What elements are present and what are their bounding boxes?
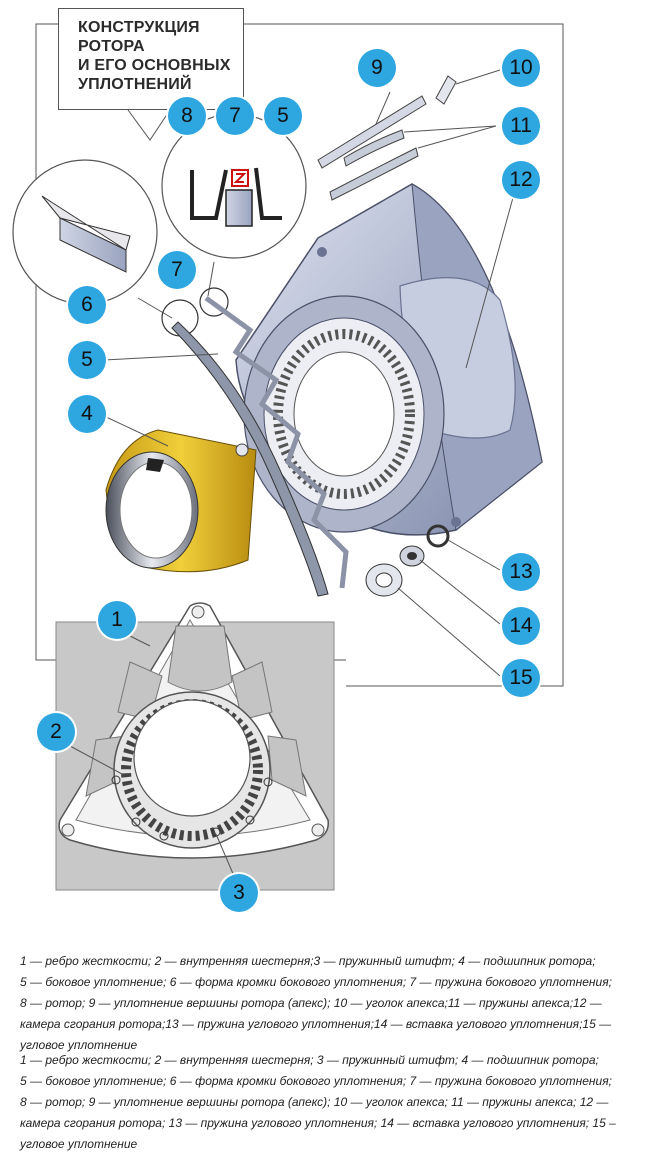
legend-line: 8 — ротор; 9 — уплотнение вершины ротора…: [20, 1095, 609, 1109]
spring-marker-circle: [199, 287, 229, 317]
callout-14: 14: [502, 607, 540, 645]
callout-3: 3: [220, 874, 258, 912]
callout-11: 11: [502, 107, 540, 145]
rotor-body: [235, 183, 543, 536]
legend-line: 8 — ротор; 9 — уплотнение вершины ротора…: [20, 996, 602, 1010]
corner-seal-parts: [365, 524, 501, 677]
side-seal: [103, 295, 349, 597]
legend-line: 1 — ребро жесткости; 2 — внутренняя шест…: [20, 1053, 599, 1067]
legend-line: камера сгорания ротора;13 — пружина угло…: [20, 1017, 612, 1031]
callout-7-spring: 7: [158, 251, 196, 289]
frame-lines: [35, 23, 564, 687]
title-box: [58, 8, 244, 110]
title-pointer: [127, 109, 171, 141]
callout-2: 2: [37, 713, 75, 751]
seal-edge-magnifier: [12, 159, 173, 319]
rotor-front-view-panel: [55, 602, 335, 891]
callout-5-side-seal: 5: [68, 341, 106, 379]
legend-block-1: 1 — ребро жесткости; 2 — внутренняя шест…: [20, 951, 650, 1056]
legend-line: 1 — ребро жесткости; 2 — внутренняя шест…: [20, 954, 596, 968]
callout-6: 6: [68, 286, 106, 324]
diagram-title: КОНСТРУКЦИЯ РОТОРА И ЕГО ОСНОВНЫХ УПЛОТН…: [78, 19, 231, 93]
callout-9: 9: [358, 49, 396, 87]
callout-12: 12: [502, 161, 540, 199]
callout-1: 1: [98, 601, 136, 639]
legend-line: угловое уплотнение: [20, 1038, 138, 1052]
callout-7-magnifier: 7: [216, 97, 254, 135]
legend-line: 5 — боковое уплотнение; 6 — форма кромки…: [20, 1074, 612, 1088]
apex-seal-parts: [317, 69, 501, 201]
legend-block-2: 1 — ребро жесткости; 2 — внутренняя шест…: [20, 1050, 650, 1155]
callout-4: 4: [68, 395, 106, 433]
legend-line: камера сгорания ротора; 13 — пружина угл…: [20, 1116, 616, 1130]
callout-13: 13: [502, 553, 540, 591]
callout-8: 8: [168, 97, 206, 135]
legend-line: угловое уплотнение: [20, 1137, 138, 1151]
callout-10: 10: [502, 49, 540, 87]
callout-15: 15: [502, 659, 540, 697]
rotor-bearing: [103, 415, 257, 573]
callout-5-magnifier: 5: [264, 97, 302, 135]
spring-detail-magnifier: [161, 113, 307, 297]
legend-line: 5 — боковое уплотнение; 6 — форма кромки…: [20, 975, 612, 989]
diagram-artwork: [12, 23, 564, 891]
